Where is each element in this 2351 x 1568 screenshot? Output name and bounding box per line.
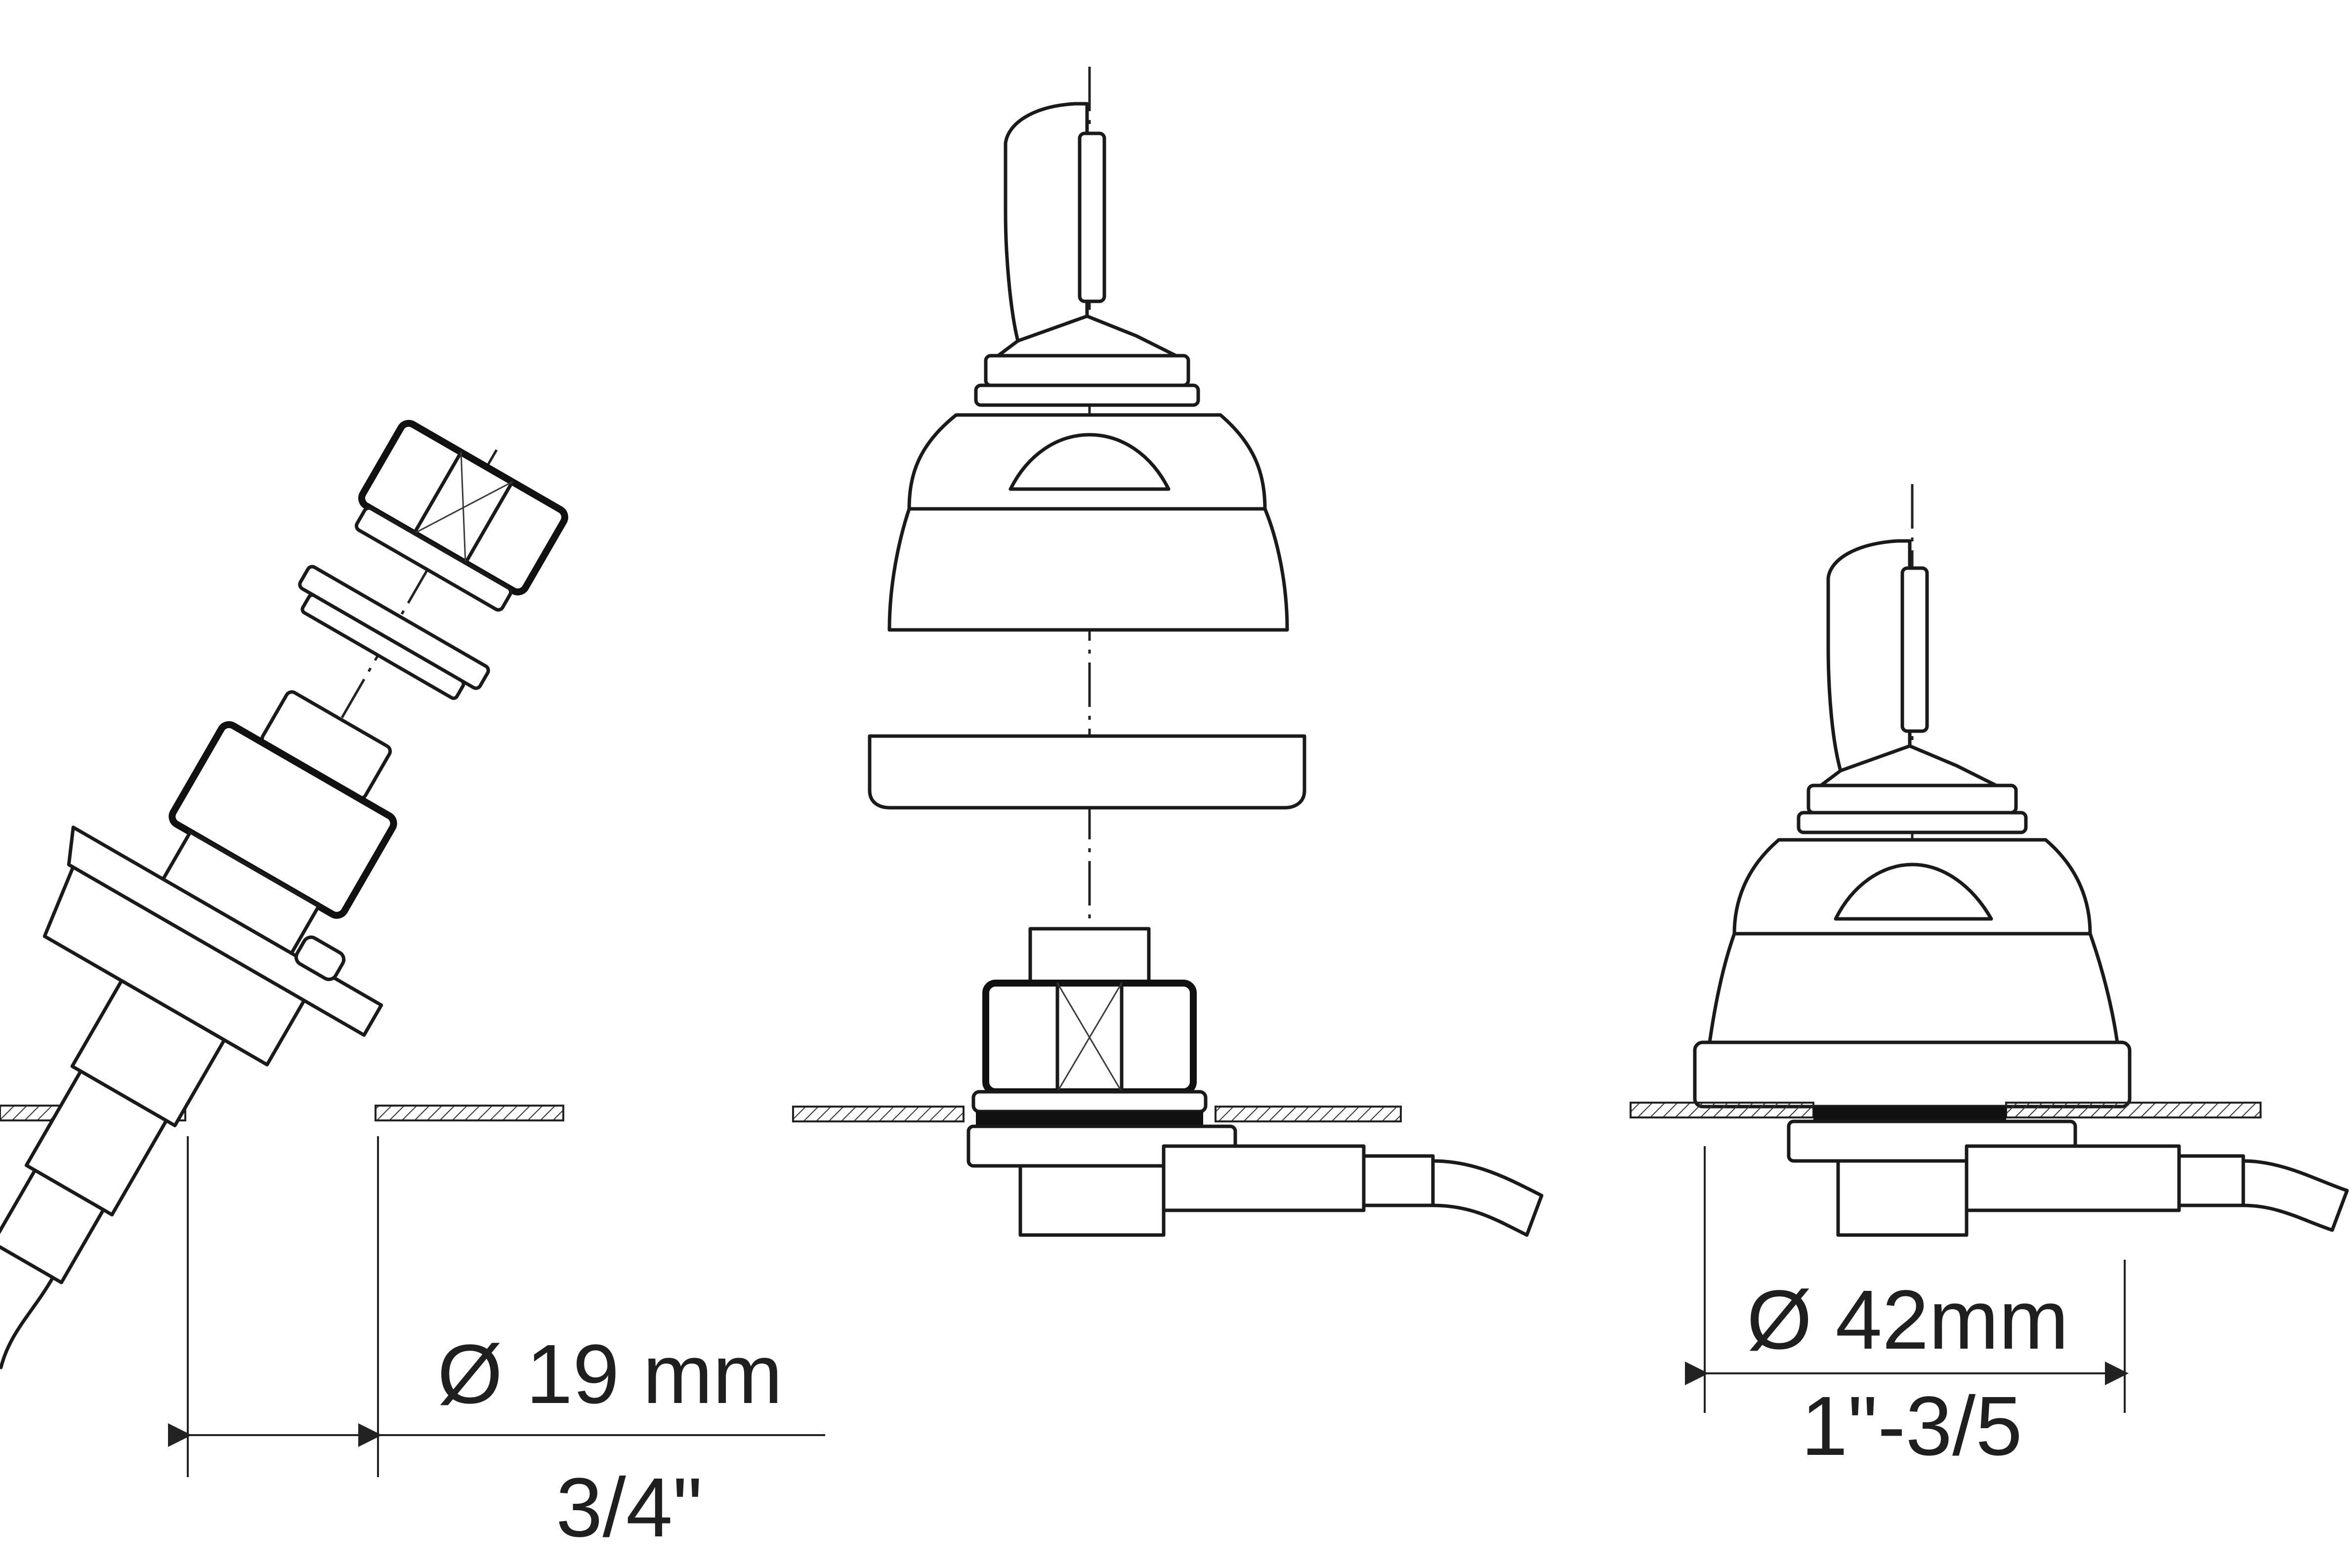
top-nut (354, 419, 568, 612)
antenna-head-center (887, 102, 1289, 632)
right-assembled-view: Ø 42mm 1"-3/5 (1630, 484, 2349, 1473)
label-left-imperial: 3/4" (556, 1461, 703, 1555)
surface-panel-right-a (1630, 1102, 1814, 1118)
surface-panel-right-b (2005, 1102, 2262, 1118)
antenna-head-right (1693, 539, 2132, 1109)
label-right-imperial: 1"-3/5 (1801, 1379, 2022, 1473)
cable-connector-center (966, 1124, 1544, 1237)
surface-panel-left-b (375, 1105, 564, 1121)
label-left-metric: Ø 19 mm (437, 1327, 783, 1421)
washer (298, 565, 490, 700)
gasket-center (976, 1112, 1203, 1126)
tilted-assembly (0, 419, 568, 1369)
surface-panel-center-a (792, 1106, 965, 1122)
base-flange (42, 825, 383, 1067)
left-exploded-view: Ø 19 mm 3/4" (0, 419, 825, 1555)
mount-nut-center (971, 927, 1208, 1114)
cable-connector-right (1787, 1119, 2349, 1237)
surface-panel-center-b (1215, 1106, 1402, 1122)
center-exploded-view (792, 67, 1544, 1245)
gasket-right (1813, 1107, 2006, 1120)
label-right-metric: Ø 42mm (1747, 1273, 2069, 1367)
spacer-disc (868, 734, 1306, 810)
threaded-body (161, 690, 397, 955)
cable-connector (0, 979, 226, 1369)
